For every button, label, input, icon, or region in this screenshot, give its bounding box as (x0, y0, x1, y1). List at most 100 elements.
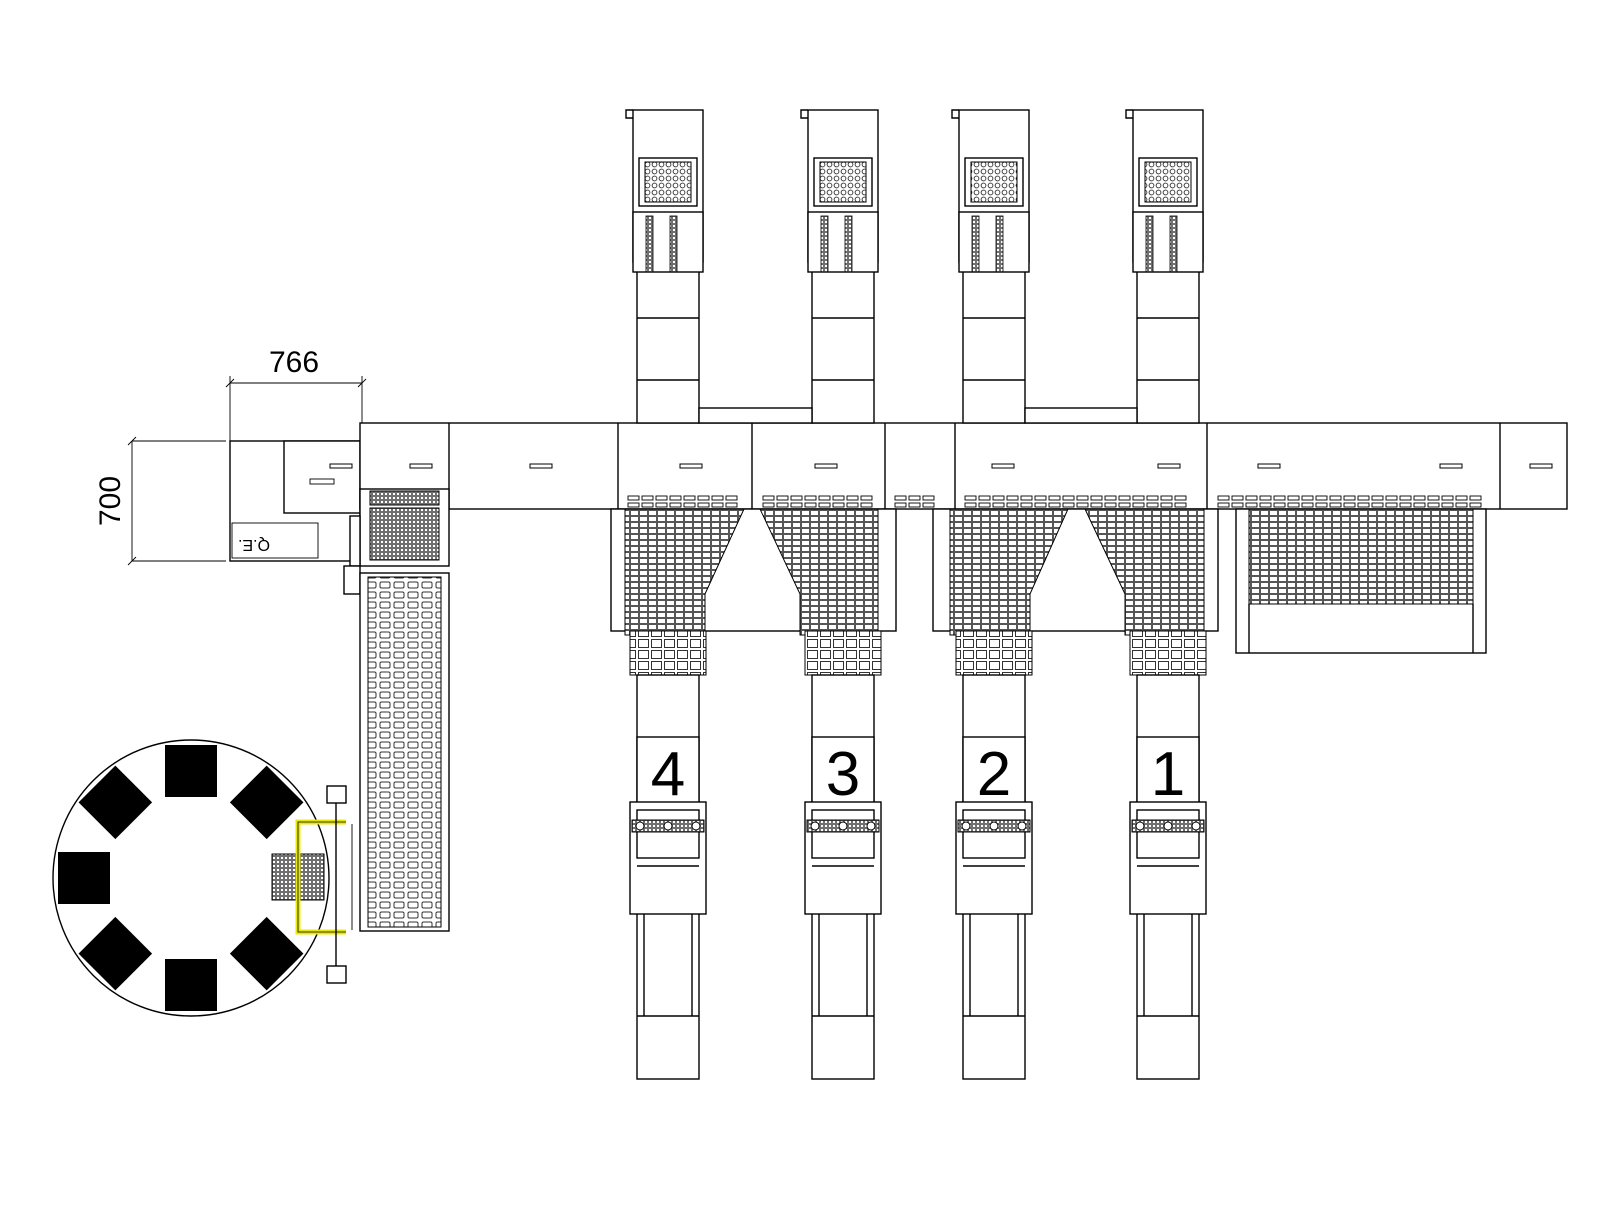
vent-slot (683, 495, 696, 501)
vent-slot (846, 502, 859, 508)
vent-slot (1020, 502, 1033, 508)
transfer-arm (295, 785, 353, 984)
vent-slot (1217, 495, 1230, 501)
vent-slot (627, 495, 640, 501)
vent-slot (1385, 502, 1398, 508)
turntable-pad (229, 916, 304, 991)
vent-slot (1174, 502, 1187, 508)
slot-handle (409, 463, 433, 469)
vent-slot (922, 502, 935, 508)
vent-slot (1034, 495, 1047, 501)
vent-slot (832, 502, 845, 508)
vent-slot (894, 495, 907, 501)
vent-slot (1315, 495, 1328, 501)
vent-slot (776, 495, 789, 501)
vent-slot (1174, 495, 1187, 501)
vent-slot (1006, 495, 1019, 501)
slot-handle (1257, 463, 1281, 469)
vent-slot (1160, 502, 1173, 508)
packing-line-4: 4 (625, 109, 707, 1080)
vent-slot (1104, 495, 1117, 501)
vent-slot (860, 502, 873, 508)
column-connectors (698, 407, 1138, 424)
vent-slot (894, 502, 907, 508)
vent-slot (1062, 495, 1075, 501)
packing-line-1: 1 (1125, 109, 1207, 1080)
vent-slot (1329, 495, 1342, 501)
vent-slot (762, 502, 775, 508)
vent-slot (725, 495, 738, 501)
vent-slot (1329, 502, 1342, 508)
slot-handle (1529, 463, 1553, 469)
vent-slot (964, 495, 977, 501)
vent-slot (1315, 502, 1328, 508)
vent-slot (1217, 502, 1230, 508)
vent-slot (697, 495, 710, 501)
vent-slot (1259, 495, 1272, 501)
turntable-pad (58, 852, 110, 904)
rotary-table (52, 739, 353, 1017)
vent-slot (1469, 502, 1482, 508)
vent-slot (846, 495, 859, 501)
vent-slot (641, 502, 654, 508)
slot-handle (329, 463, 353, 469)
vent-slot (1048, 495, 1061, 501)
vent-slot (860, 495, 873, 501)
slot-handle (1157, 463, 1181, 469)
vent-slot (1441, 495, 1454, 501)
infeed-conveyor (343, 488, 450, 932)
vent-slot (1118, 495, 1131, 501)
vent-slot (711, 495, 724, 501)
vent-slot (1259, 502, 1272, 508)
vent-slot (697, 502, 710, 508)
vent-slot (683, 502, 696, 508)
hopper-group-right (932, 508, 1219, 636)
vent-slot (1076, 502, 1089, 508)
vent-slot (1034, 502, 1047, 508)
vent-slot (992, 495, 1005, 501)
slot-handle (991, 463, 1015, 469)
vent-slot (669, 502, 682, 508)
vent-slot (908, 502, 921, 508)
vent-slot (1273, 495, 1286, 501)
vent-slot (711, 502, 724, 508)
turntable-pad (78, 765, 153, 840)
vent-slot (992, 502, 1005, 508)
vent-slot (922, 495, 935, 501)
vent-slot (1413, 502, 1426, 508)
dimension-width-label: 766 (269, 346, 319, 379)
vent-slot (978, 502, 991, 508)
vent-slot (1132, 495, 1145, 501)
vent-slot (818, 502, 831, 508)
vent-slot (1455, 495, 1468, 501)
line-number-label: 2 (977, 740, 1011, 809)
vent-slot (627, 502, 640, 508)
vent-slot (964, 502, 977, 508)
vent-slot (762, 495, 775, 501)
turntable-pad (78, 916, 153, 991)
vent-slot (1455, 502, 1468, 508)
vent-slot (1469, 495, 1482, 501)
vent-slot (1399, 502, 1412, 508)
turntable-pad (229, 765, 304, 840)
vent-slot (1048, 502, 1061, 508)
line-number-label: 4 (651, 740, 685, 809)
vent-slot (1427, 495, 1440, 501)
vent-slot (1371, 495, 1384, 501)
vent-slot (1441, 502, 1454, 508)
vent-slot (1160, 495, 1173, 501)
vent-slot (1245, 502, 1258, 508)
slot-handle (679, 463, 703, 469)
vent-slot (1385, 495, 1398, 501)
vent-slot (725, 502, 738, 508)
reject-bin (1235, 508, 1487, 654)
vent-slot (1343, 502, 1356, 508)
vent-slot (1343, 495, 1356, 501)
dimension-height-label: 700 (94, 476, 127, 526)
vent-slot (1427, 502, 1440, 508)
vent-slot (1146, 495, 1159, 501)
vent-slot (1245, 495, 1258, 501)
vent-slot (1090, 502, 1103, 508)
vent-slot (978, 495, 991, 501)
